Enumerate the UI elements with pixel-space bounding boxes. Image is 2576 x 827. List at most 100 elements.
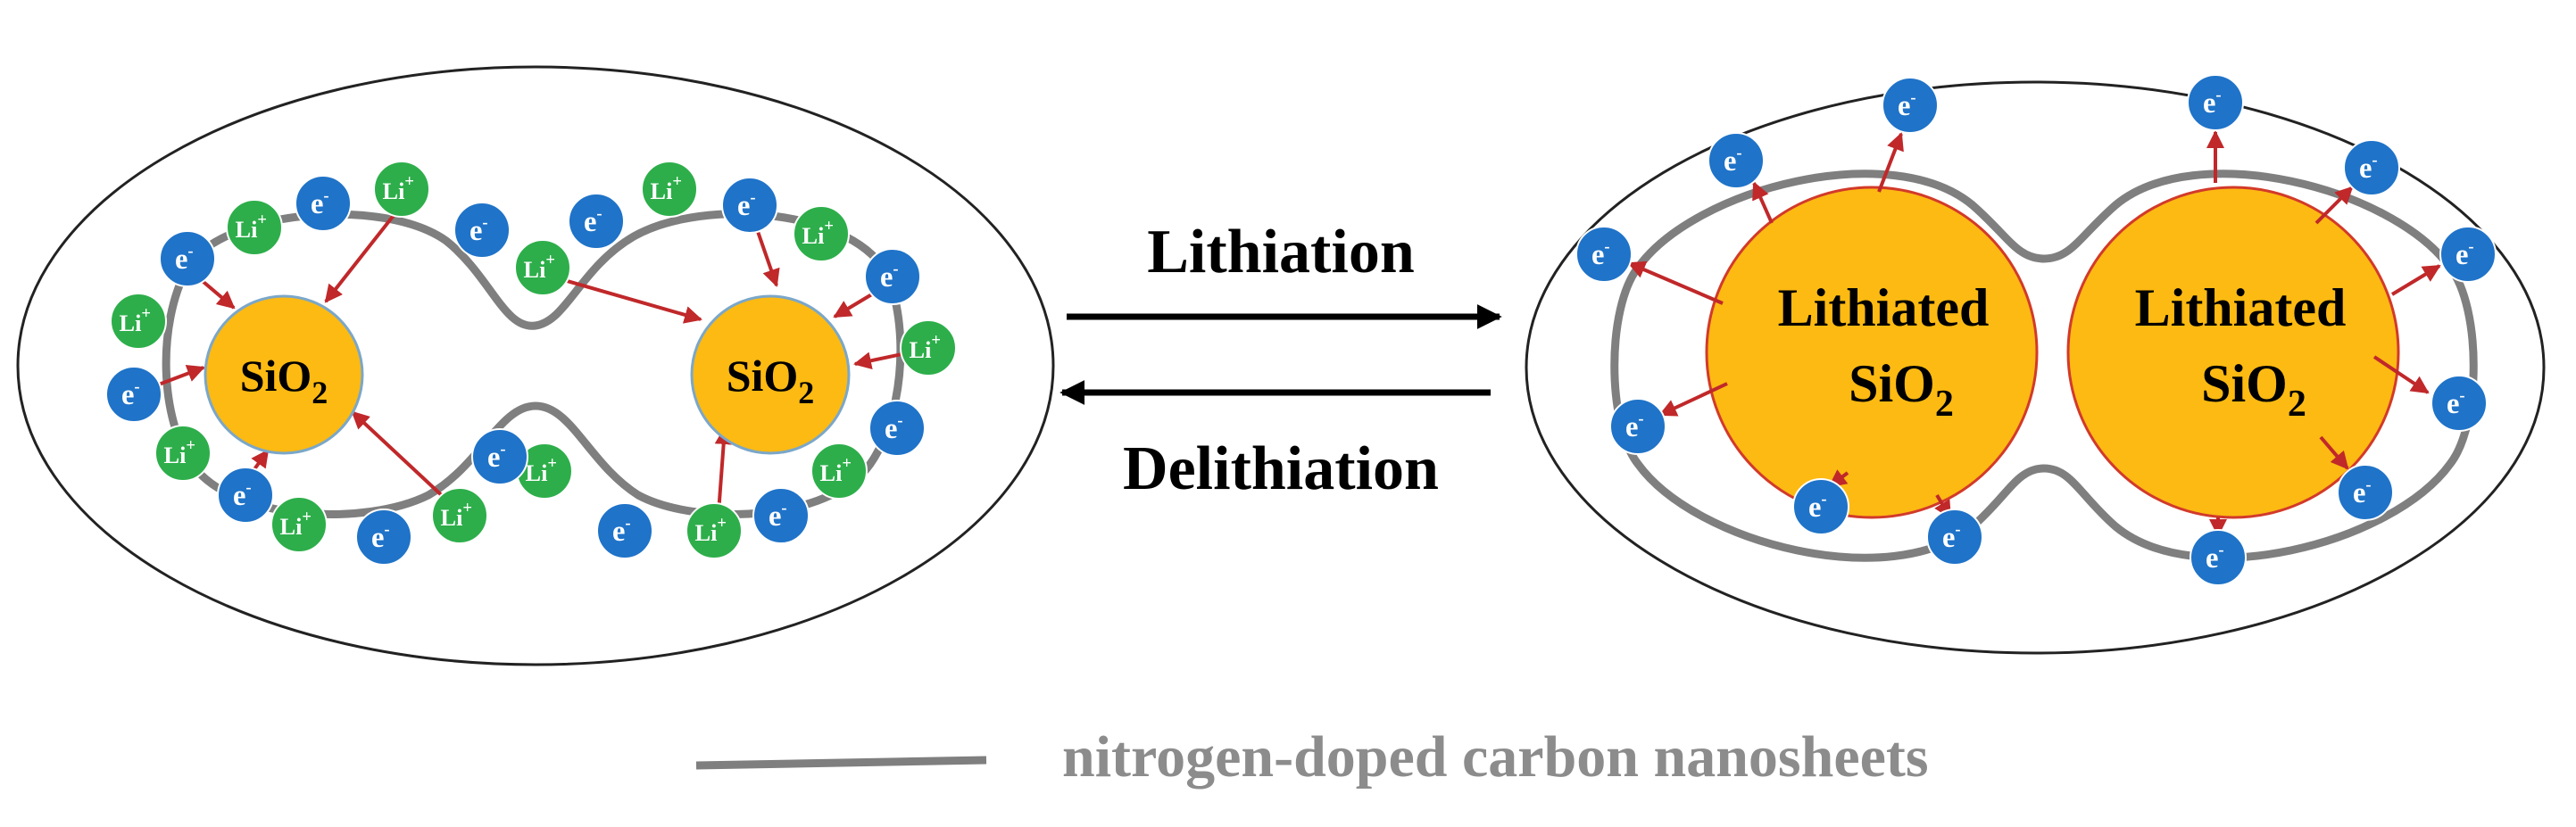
electron-icon: e- [2190,529,2247,586]
left-ion-arrow [557,277,702,324]
svg-text:Li+: Li+ [524,251,556,283]
svg-text:e-: e- [769,499,787,533]
svg-text:e-: e- [584,204,602,238]
svg-text:e-: e- [2359,151,2378,185]
svg-text:e-: e- [175,242,194,276]
svg-text:Li+: Li+ [441,499,473,531]
lithium-ion-icon: Li+ [516,442,573,500]
svg-text:e-: e- [1898,88,1916,122]
right-electron-arrow [1877,132,1904,193]
lithium-ion-icon: Li+ [431,487,488,544]
electron-icon: e- [105,366,162,423]
svg-text:e-: e- [1724,144,1742,178]
lithium-ion-icon: Li+ [810,442,868,500]
electron-icon: e- [1575,226,1633,283]
svg-text:Li+: Li+ [910,331,942,363]
svg-text:Li+: Li+ [802,217,835,249]
right-state-panel: Lithiated SiO2 Lithiated SiO2 e-e-e-e-e-… [1525,74,2546,655]
electron-icon: e- [2439,226,2497,283]
legend: nitrogen-doped carbon nanosheets [695,724,1929,790]
lithium-ion-icon: Li+ [270,496,328,553]
lithium-ion-icon: Li+ [514,239,571,296]
left-carbon-sheet [162,210,905,519]
right-lithiated-label-1: Lithiated [1778,278,1990,337]
electron-icon: e- [864,248,921,305]
legend-label: nitrogen-doped carbon nanosheets [1062,724,1929,790]
svg-text:e-: e- [737,188,756,222]
svg-text:e-: e- [1808,490,1827,524]
electron-icon: e- [1882,77,1939,134]
left-sio2-particle-2 [690,294,851,455]
right-electron-arrow [1658,382,1728,417]
electron-icon: e- [1792,478,1849,535]
electron-icon: e- [159,230,216,287]
right-lithiated-sio2-1: SiO2 [1849,354,1954,425]
right-electron-arrow [2314,186,2354,225]
electron-icon: e- [568,193,625,250]
svg-text:Li+: Li+ [651,172,683,204]
electron-icon: e- [1609,398,1666,455]
electron-icon: e- [1708,132,1765,189]
electron-icon: e- [868,400,926,457]
right-lithiated-particle-2 [2066,186,2400,519]
right-electron-arrow [2390,264,2441,296]
svg-text:Li+: Li+ [820,454,852,486]
left-sio2-label-1: SiO2 [240,351,328,410]
legend-carbon-sheet-swatch [695,756,987,770]
svg-text:e-: e- [2203,86,2222,120]
right-lithiated-particle-1 [1705,186,2039,519]
svg-text:Li+: Li+ [695,514,727,546]
svg-text:e-: e- [2206,541,2224,575]
right-carbon-sheet [1610,170,2478,562]
right-electron-arrow [2372,355,2430,394]
right-electron-arrow [1627,261,1724,305]
left-ion-arrow [714,426,733,514]
right-electron-arrow [1752,181,1774,224]
svg-text:Li+: Li+ [236,211,268,243]
svg-text:e-: e- [612,514,631,548]
electron-icon: e- [596,502,653,559]
delithiation-label: Delithiation [1123,434,1439,503]
svg-text:Li+: Li+ [383,172,415,204]
svg-text:e-: e- [121,377,140,411]
electron-icon: e- [2431,375,2488,432]
svg-text:Li+: Li+ [280,508,312,540]
lithium-ion-icon: Li+ [110,293,167,350]
electron-icon: e- [2343,139,2400,196]
svg-text:e-: e- [371,520,390,554]
lithium-ion-icon: Li+ [686,502,743,559]
right-lithiated-label-2: Lithiated [2135,278,2347,337]
left-sio2-label-2: SiO2 [727,351,815,410]
left-state-panel: SiO2 SiO2 e-Li+e-Li+e-e-Li+e-Li+e-Li+e-L… [16,65,1055,666]
svg-text:Li+: Li+ [120,304,152,336]
lithium-ion-icon: Li+ [641,161,698,218]
electron-icon: e- [2187,74,2244,131]
lithium-ion-icon: Li+ [226,199,283,256]
electron-icon: e- [471,428,528,485]
electron-icon: e- [453,202,511,259]
electron-icon: e- [752,487,810,544]
electron-icon: e- [355,509,412,566]
lithium-ion-icon: Li+ [373,161,430,218]
svg-text:Li+: Li+ [164,436,196,468]
svg-text:e-: e- [2456,237,2474,271]
svg-text:Li+: Li+ [526,454,558,486]
lithium-ion-icon: Li+ [154,425,212,482]
electron-icon: e- [217,467,274,524]
svg-text:e-: e- [311,186,329,220]
right-electron-arrow [2319,435,2349,470]
left-ion-arrow [351,410,448,501]
svg-text:e-: e- [469,213,488,247]
svg-text:e-: e- [2353,476,2372,509]
svg-text:e-: e- [487,440,506,474]
lithium-ion-icon: Li+ [900,319,957,376]
left-sio2-particle-1 [204,294,364,455]
left-ion-arrow [324,203,403,303]
process-arrows: Lithiation Delithiation [1059,218,1502,503]
electron-icon: e- [1926,509,1983,566]
lithium-ion-icon: Li+ [793,205,850,262]
svg-text:e-: e- [2447,386,2465,420]
right-lithiated-sio2-2: SiO2 [2201,354,2306,425]
svg-text:e-: e- [880,260,899,294]
